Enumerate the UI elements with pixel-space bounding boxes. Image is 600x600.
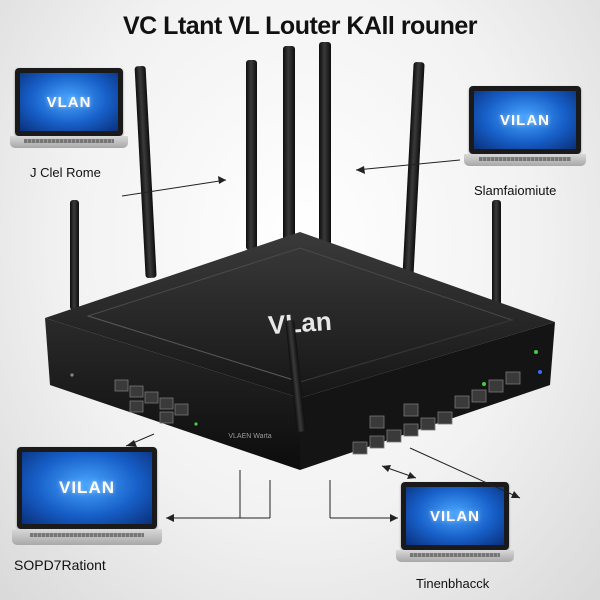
laptop-client-1: VLAN bbox=[10, 68, 128, 158]
laptop-keyboard bbox=[410, 553, 500, 557]
ethernet-port[interactable] bbox=[403, 403, 419, 417]
ethernet-port[interactable] bbox=[386, 429, 402, 443]
ethernet-port[interactable] bbox=[403, 423, 419, 437]
laptop-client-4: VILAN bbox=[396, 482, 514, 572]
ethernet-port[interactable] bbox=[129, 385, 144, 398]
antenna bbox=[402, 62, 425, 277]
ethernet-port[interactable] bbox=[488, 379, 504, 393]
status-leds bbox=[70, 350, 542, 426]
laptop-screen: VILAN bbox=[401, 482, 509, 550]
led-indicator bbox=[70, 373, 74, 377]
screen-brand-text: VILAN bbox=[59, 478, 115, 497]
laptop-screen: VLAN bbox=[15, 68, 123, 136]
led-indicator bbox=[534, 350, 538, 354]
diagram-title: VC Ltant VL Louter KAll rouner bbox=[123, 12, 478, 40]
laptop-keyboard bbox=[24, 139, 114, 143]
screen-brand-text: VLAN bbox=[46, 93, 92, 111]
ethernet-port[interactable] bbox=[505, 371, 521, 385]
ethernet-port[interactable] bbox=[369, 415, 385, 429]
led-indicator bbox=[482, 382, 486, 386]
ethernet-port[interactable] bbox=[454, 395, 470, 409]
screen-brand-text: VILAN bbox=[500, 111, 550, 129]
ethernet-port[interactable] bbox=[420, 417, 436, 431]
router-top-surface bbox=[45, 232, 555, 398]
ethernet-ports-left bbox=[114, 379, 189, 424]
router-front-right bbox=[300, 322, 555, 470]
ethernet-port[interactable] bbox=[174, 403, 189, 416]
client-label-1: J Clel Rome bbox=[30, 165, 101, 180]
antenna-front bbox=[285, 320, 306, 432]
router-body: VLan VLAEN Warta bbox=[45, 232, 555, 470]
ethernet-port[interactable] bbox=[159, 397, 174, 410]
ethernet-port[interactable] bbox=[114, 379, 129, 392]
antenna bbox=[246, 60, 257, 250]
laptop-screen: VILAN bbox=[17, 447, 157, 529]
laptop-screen: VILAN bbox=[469, 86, 581, 154]
ethernet-port[interactable] bbox=[144, 391, 159, 404]
antenna bbox=[134, 65, 157, 278]
laptop-keyboard bbox=[30, 533, 144, 537]
antenna bbox=[319, 42, 331, 246]
laptop-client-2: VILAN bbox=[464, 86, 586, 176]
led-indicator bbox=[194, 422, 198, 426]
antenna-group-back bbox=[70, 42, 501, 310]
ethernet-port[interactable] bbox=[369, 435, 385, 449]
antenna bbox=[70, 200, 79, 310]
antenna bbox=[492, 200, 501, 310]
client-label-4: Tinenbhacck bbox=[416, 576, 490, 591]
screen-brand-text: VILAN bbox=[430, 507, 480, 525]
ethernet-port[interactable] bbox=[159, 411, 174, 424]
led-indicator bbox=[538, 370, 542, 374]
router-front-left bbox=[45, 318, 300, 470]
client-label-3: SOPD7Rationt bbox=[14, 557, 106, 573]
router-model-text: VLAEN Warta bbox=[228, 433, 271, 440]
ethernet-port[interactable] bbox=[129, 400, 144, 413]
client-label-2: Slamfaiomiute bbox=[474, 183, 557, 198]
antenna bbox=[283, 46, 295, 246]
ethernet-port[interactable] bbox=[352, 441, 368, 455]
laptop-client-3: VILAN bbox=[12, 447, 162, 551]
laptop-keyboard bbox=[479, 157, 571, 161]
ethernet-port[interactable] bbox=[471, 389, 487, 403]
connection-lines bbox=[121, 159, 521, 522]
ethernet-ports-right bbox=[352, 371, 521, 455]
ethernet-port[interactable] bbox=[437, 411, 453, 425]
router-brand: VLan bbox=[267, 306, 333, 340]
